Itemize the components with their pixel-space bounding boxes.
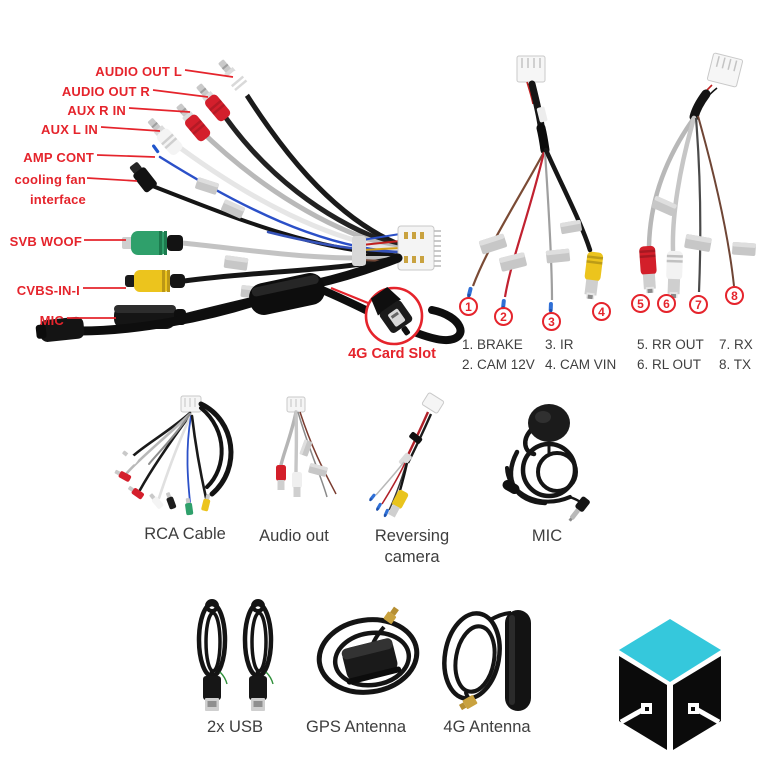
rca-cable-photo [113,395,234,516]
port-label-audio-out-l: AUDIO OUT L [95,64,182,79]
usb-cables-photo [196,599,274,711]
wire-marker-5: 5 [631,294,650,313]
wire-marker-3: 3 [542,312,561,331]
main-harness-photo [35,56,465,345]
item-label-rca-cable: RCA Cable [144,525,226,543]
item-label-reversing-camera: Reversing camera [374,527,450,566]
reversing-camera-photo [368,392,445,519]
card-slot-label: 4G Card Slot [348,346,436,362]
legend-item-cam-12v: 2. CAM 12V [462,357,535,372]
mic-photo [502,404,590,522]
port-label-svb-woof: SVB WOOF [9,234,82,249]
item-label-audio-out: Audio out [259,527,329,545]
4g-card-slot-callout [330,286,424,346]
gps-antenna-photo [316,606,420,695]
legend-item-tx: 8. TX [719,357,752,372]
legend-item-rr-out: 5. RR OUT [637,337,704,352]
port-label-audio-out-r: AUDIO OUT R [61,84,150,99]
port-label-amp-cont: AMP CONT [23,150,94,165]
item-label-mic: MIC [531,527,563,545]
label-pointer-lines [67,69,234,319]
legend-item-rx: 7. RX [719,337,753,352]
legend-item-brake: 1. BRAKE [462,337,523,352]
port-label-mic: MIC [39,313,64,328]
item-label-4g-antenna: 4G Antenna [443,718,531,736]
wire-legend: 1. BRAKE 3. IR 5. RR OUT 7. RX 2. CAM 12… [462,337,757,372]
pigtail-cable-2-photo [638,52,757,299]
wire-marker-2: 2 [494,307,513,326]
item-label-gps-antenna: GPS Antenna [306,718,406,736]
wire-marker-7: 7 [689,295,708,314]
brand-logo-icon [619,619,721,750]
legend-item-rl-out: 6. RL OUT [637,357,702,372]
legend-item-ir: 3. IR [545,337,574,352]
wire-marker-8: 8 [725,286,744,305]
port-label-cooling-fan-interface: cooling fan interface [14,172,86,207]
wire-marker-4: 4 [592,302,611,321]
pigtail-cable-1-photo [466,55,604,314]
port-label-cvbs-in-i: CVBS-IN-I [16,283,80,298]
wire-marker-1: 1 [459,297,478,316]
audio-out-photo [276,396,337,498]
item-label-2x-usb: 2x USB [207,718,263,736]
4g-antenna-photo [442,610,531,711]
port-label-aux-l-in: AUX L IN [41,122,98,137]
port-label-aux-r-in: AUX R IN [67,103,126,118]
legend-item-cam-vin: 4. CAM VIN [545,357,617,372]
wire-marker-6: 6 [657,294,676,313]
